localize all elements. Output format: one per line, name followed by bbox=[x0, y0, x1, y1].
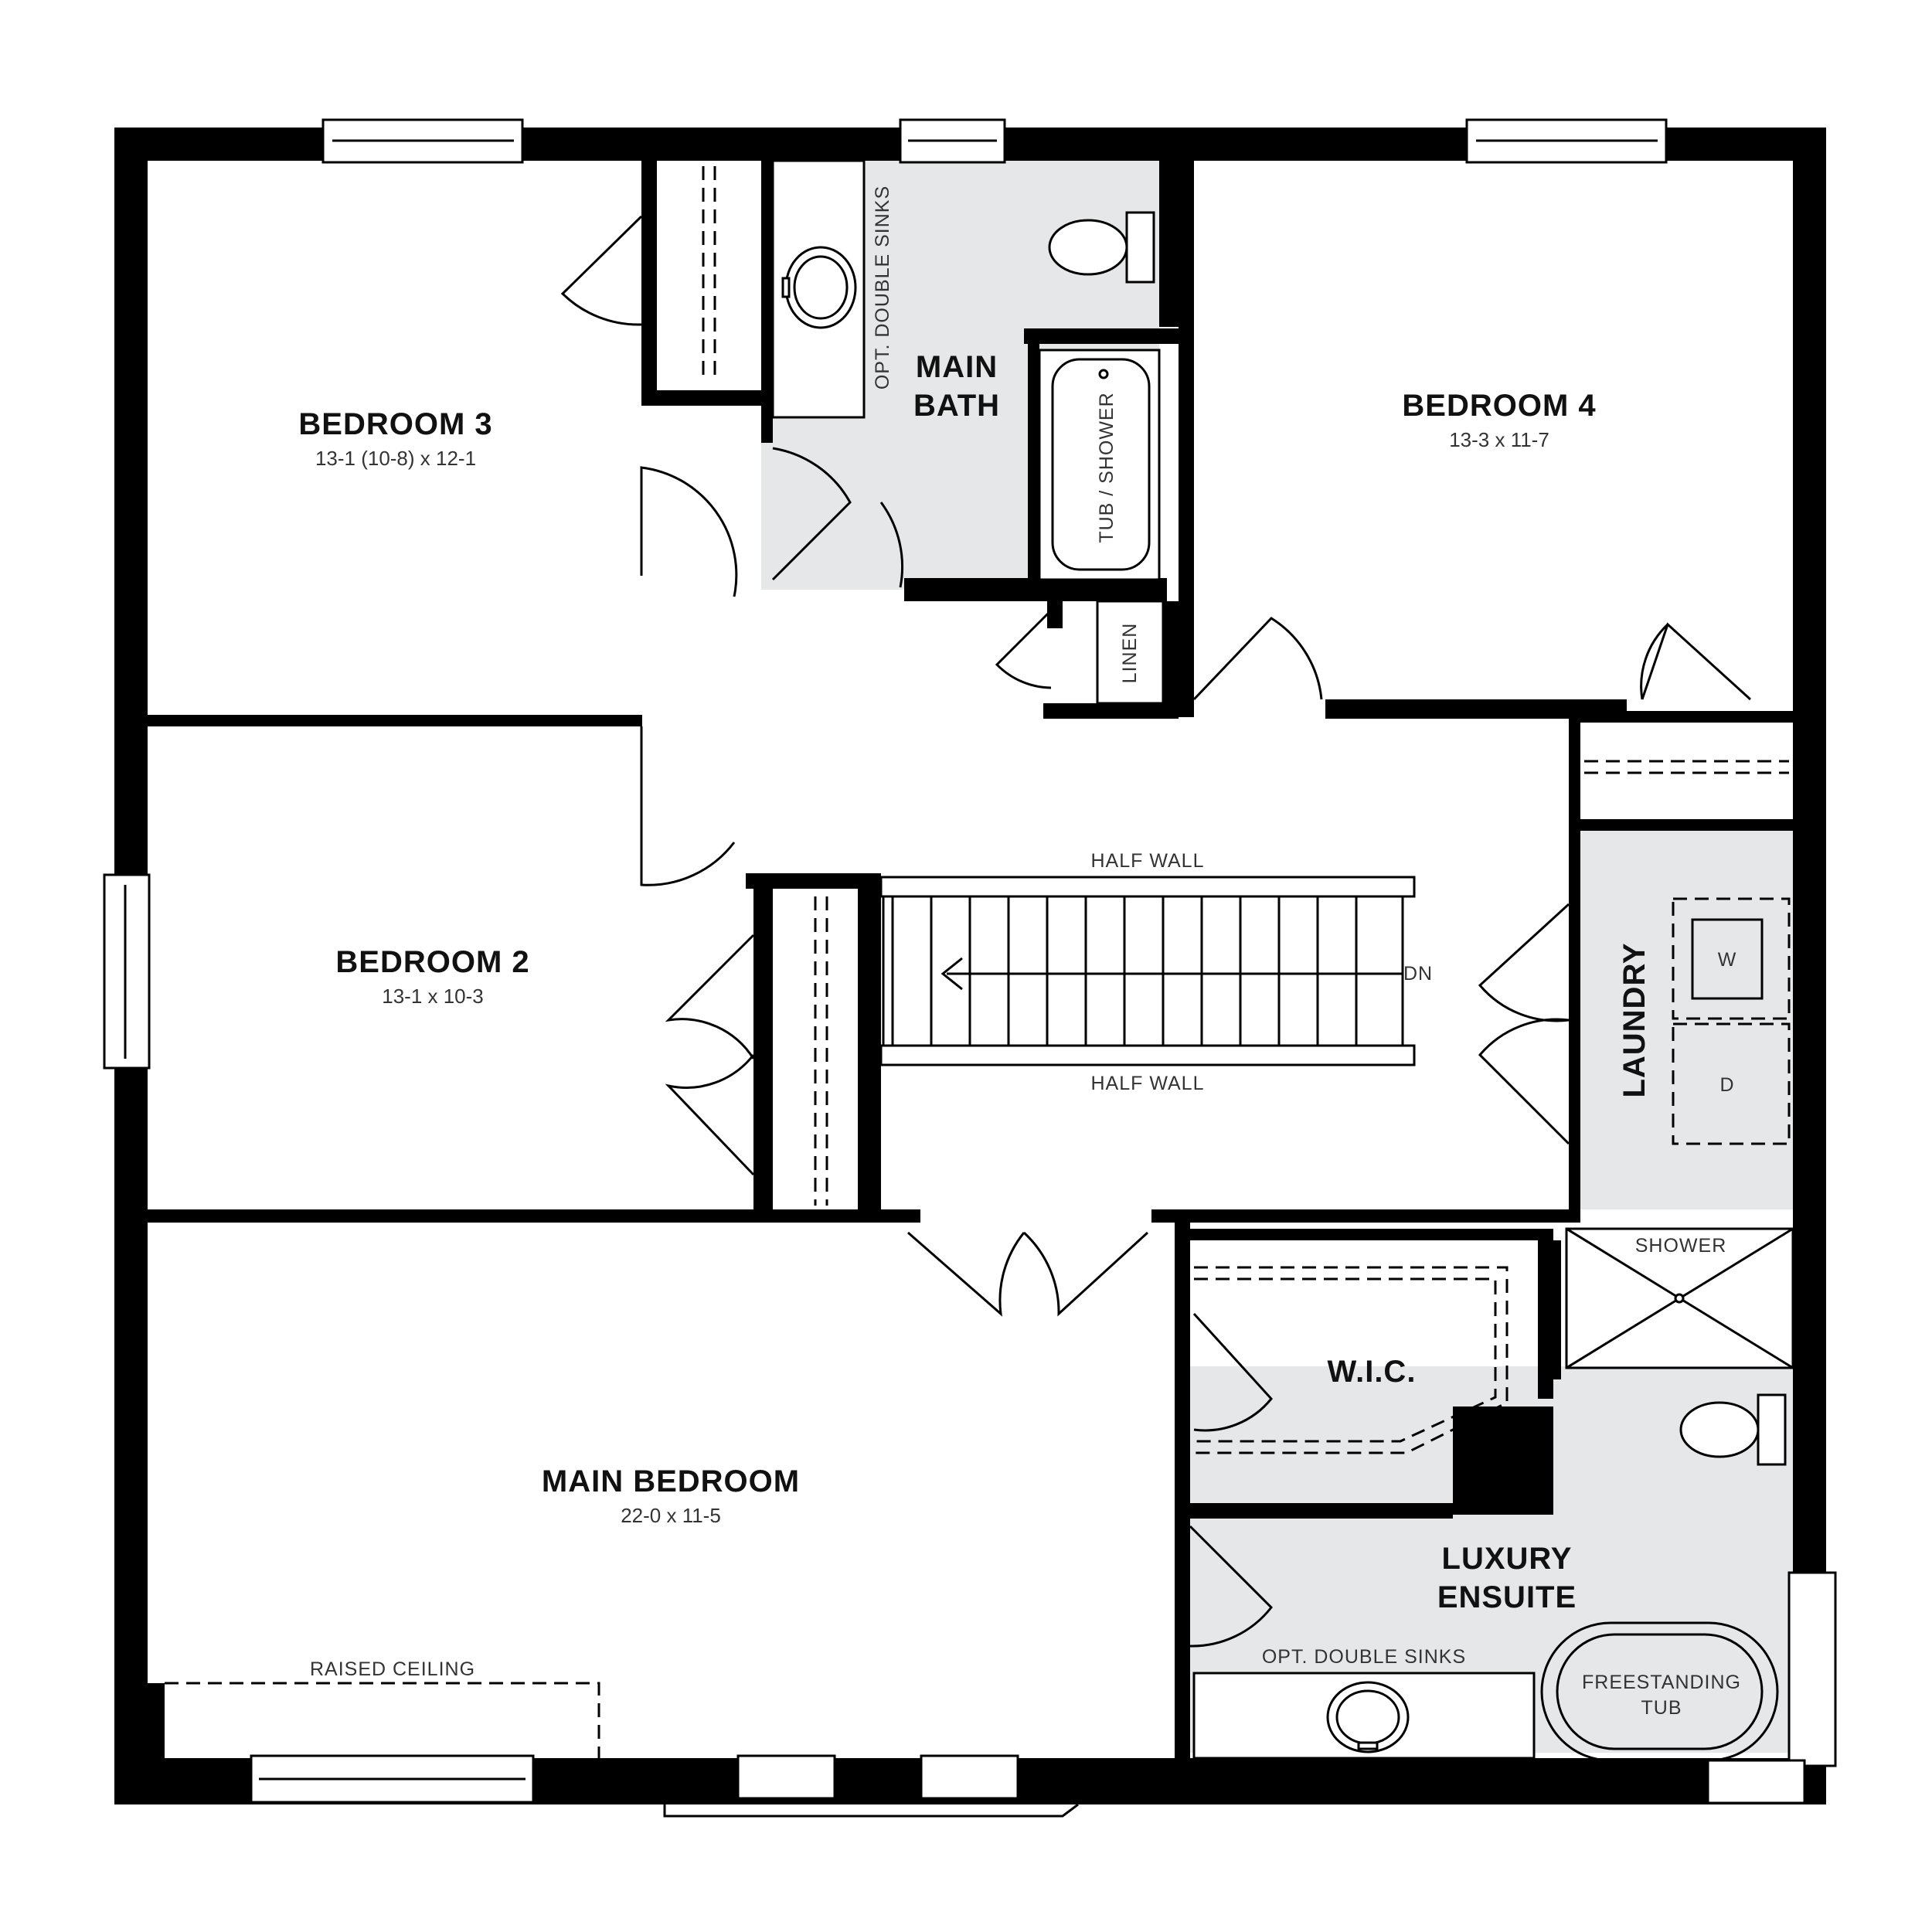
main-bedroom-dims: 22-0 x 11-5 bbox=[621, 1504, 721, 1527]
half-wall-top-note: HALF WALL bbox=[1090, 850, 1204, 872]
bedroom4-dims: 13-3 x 11-7 bbox=[1449, 428, 1549, 451]
ensuite-name-line2: ENSUITE bbox=[1437, 1580, 1577, 1614]
wic-door bbox=[1192, 1312, 1273, 1432]
linen-note: LINEN bbox=[1119, 623, 1141, 684]
dryer-label: D bbox=[1719, 1074, 1734, 1096]
bedroom4-name: BEDROOM 4 bbox=[1402, 389, 1596, 423]
window-main-bedroom-right bbox=[920, 1754, 1019, 1800]
bedroom2-dims: 13-1 x 10-3 bbox=[382, 985, 484, 1008]
washer-outline bbox=[1672, 897, 1791, 1020]
dryer-outline bbox=[1672, 1022, 1791, 1145]
closets bbox=[702, 166, 1789, 1454]
tub-shower-note: TUB / SHOWER bbox=[1096, 392, 1117, 543]
main-bath-name-line1: MAIN bbox=[916, 350, 998, 384]
main-bath-sink bbox=[784, 246, 857, 329]
interior-walls bbox=[148, 161, 1793, 1760]
laundry-floor bbox=[1580, 831, 1793, 1209]
main-bath-toilet-tank bbox=[1125, 211, 1155, 284]
washer-label: W bbox=[1718, 949, 1737, 971]
bedroom3-name: BEDROOM 3 bbox=[298, 407, 492, 441]
bedroom3-closet-door bbox=[560, 215, 643, 326]
laundry-door-bottom bbox=[1478, 1018, 1570, 1145]
freestanding-tub bbox=[1540, 1621, 1779, 1762]
half-wall-top-rail bbox=[879, 876, 1416, 898]
wic-name: W.I.C. bbox=[1328, 1355, 1417, 1389]
laundry-name: LAUNDRY bbox=[1617, 942, 1651, 1097]
main-bath-name-line2: BATH bbox=[913, 389, 1000, 423]
wic-shelving bbox=[1194, 1266, 1509, 1454]
main-bedroom-door-right bbox=[1022, 1231, 1149, 1317]
main-bath-toilet-bowl bbox=[1048, 219, 1128, 276]
half-wall-bottom-note: HALF WALL bbox=[1090, 1073, 1204, 1094]
linen-door bbox=[995, 609, 1053, 689]
main-bath-door bbox=[771, 447, 852, 581]
raised-ceiling-outline bbox=[165, 1682, 600, 1758]
bedroom2-door bbox=[640, 726, 736, 886]
staircase bbox=[879, 876, 1416, 1066]
washer bbox=[1691, 918, 1764, 1000]
bedroom3-dims: 13-1 (10-8) x 12-1 bbox=[315, 447, 476, 470]
doors bbox=[560, 215, 1752, 1648]
window-ensuite-bottom bbox=[1706, 1759, 1806, 1804]
bedroom2-closet-door-bottom bbox=[665, 1054, 755, 1176]
windows bbox=[103, 118, 1837, 1818]
shower-label: SHOWER bbox=[1635, 1235, 1727, 1257]
ensuite-toilet-tank bbox=[1757, 1393, 1787, 1466]
main-bath-tub bbox=[1038, 349, 1161, 581]
ensuite-shower bbox=[1565, 1227, 1794, 1369]
bedroom4-door bbox=[1192, 617, 1323, 701]
main-bath-door-arc bbox=[879, 502, 904, 588]
linen-closet bbox=[1096, 600, 1165, 705]
bay-projection bbox=[663, 1803, 1079, 1818]
freestanding-tub-label-line2: TUB bbox=[1641, 1697, 1682, 1719]
ensuite-name-line1: LUXURY bbox=[1442, 1542, 1573, 1576]
room-labels: BEDROOM 3 13-1 (10-8) x 12-1 BEDROOM 4 1… bbox=[298, 350, 1651, 1614]
main-bath-sinks-note: OPT. DOUBLE SINKS bbox=[872, 185, 893, 389]
laundry-door-top bbox=[1478, 903, 1570, 1022]
window-main-bedroom-mid bbox=[736, 1754, 836, 1800]
plan-notes: OPT. DOUBLE SINKS TUB / SHOWER LINEN HAL… bbox=[310, 185, 1741, 1719]
main-bedroom-door-left bbox=[907, 1231, 1026, 1317]
window-ensuite bbox=[1787, 1571, 1837, 1767]
raised-ceiling-note: RAISED CEILING bbox=[310, 1658, 475, 1680]
ensuite-sink bbox=[1326, 1681, 1410, 1753]
stair-direction-label: DN bbox=[1403, 963, 1433, 985]
half-wall-bottom-rail bbox=[879, 1044, 1416, 1066]
fixtures bbox=[165, 159, 1794, 1762]
bedroom2-closet-door-top bbox=[665, 934, 755, 1060]
ensuite-door bbox=[1189, 1525, 1273, 1648]
ensuite-toilet-bowl bbox=[1679, 1401, 1760, 1458]
window-bedroom2 bbox=[103, 873, 151, 1070]
bedroom3-door bbox=[640, 466, 738, 597]
bedroom2-name: BEDROOM 2 bbox=[335, 945, 529, 979]
ensuite-sinks-note: OPT. DOUBLE SINKS bbox=[1262, 1646, 1466, 1668]
freestanding-tub-label-line1: FREESTANDING bbox=[1582, 1672, 1741, 1693]
main-bedroom-name: MAIN BEDROOM bbox=[542, 1464, 800, 1498]
